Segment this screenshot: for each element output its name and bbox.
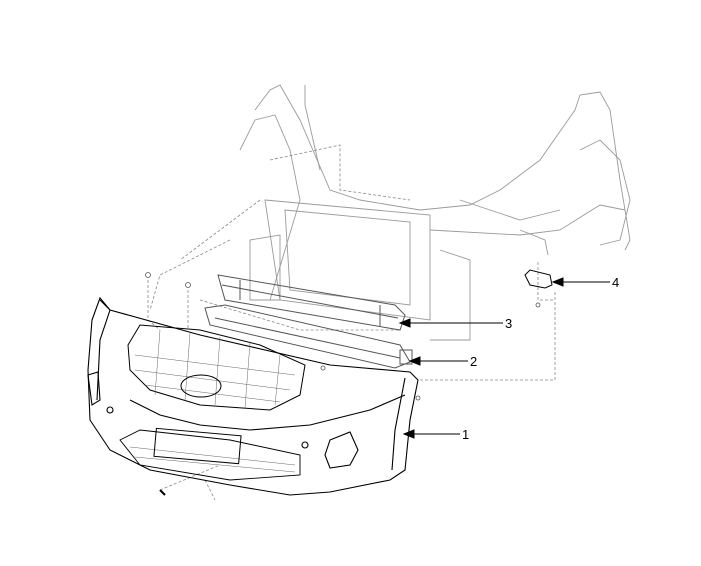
callout-2: 2	[470, 354, 478, 369]
callout-3: 3	[505, 316, 513, 331]
callout-1: 1	[462, 427, 470, 442]
bumper-energy-absorber	[204, 304, 413, 369]
callout-4: 4	[612, 275, 620, 290]
fasteners	[145, 272, 541, 401]
assembly-guide-lines	[147, 144, 556, 501]
callout-leaders	[398, 277, 610, 439]
front-bumper-cover	[87, 296, 419, 496]
bumper-rail-beam	[217, 274, 406, 331]
front-body-frame	[239, 84, 631, 341]
side-bracket	[524, 269, 553, 289]
